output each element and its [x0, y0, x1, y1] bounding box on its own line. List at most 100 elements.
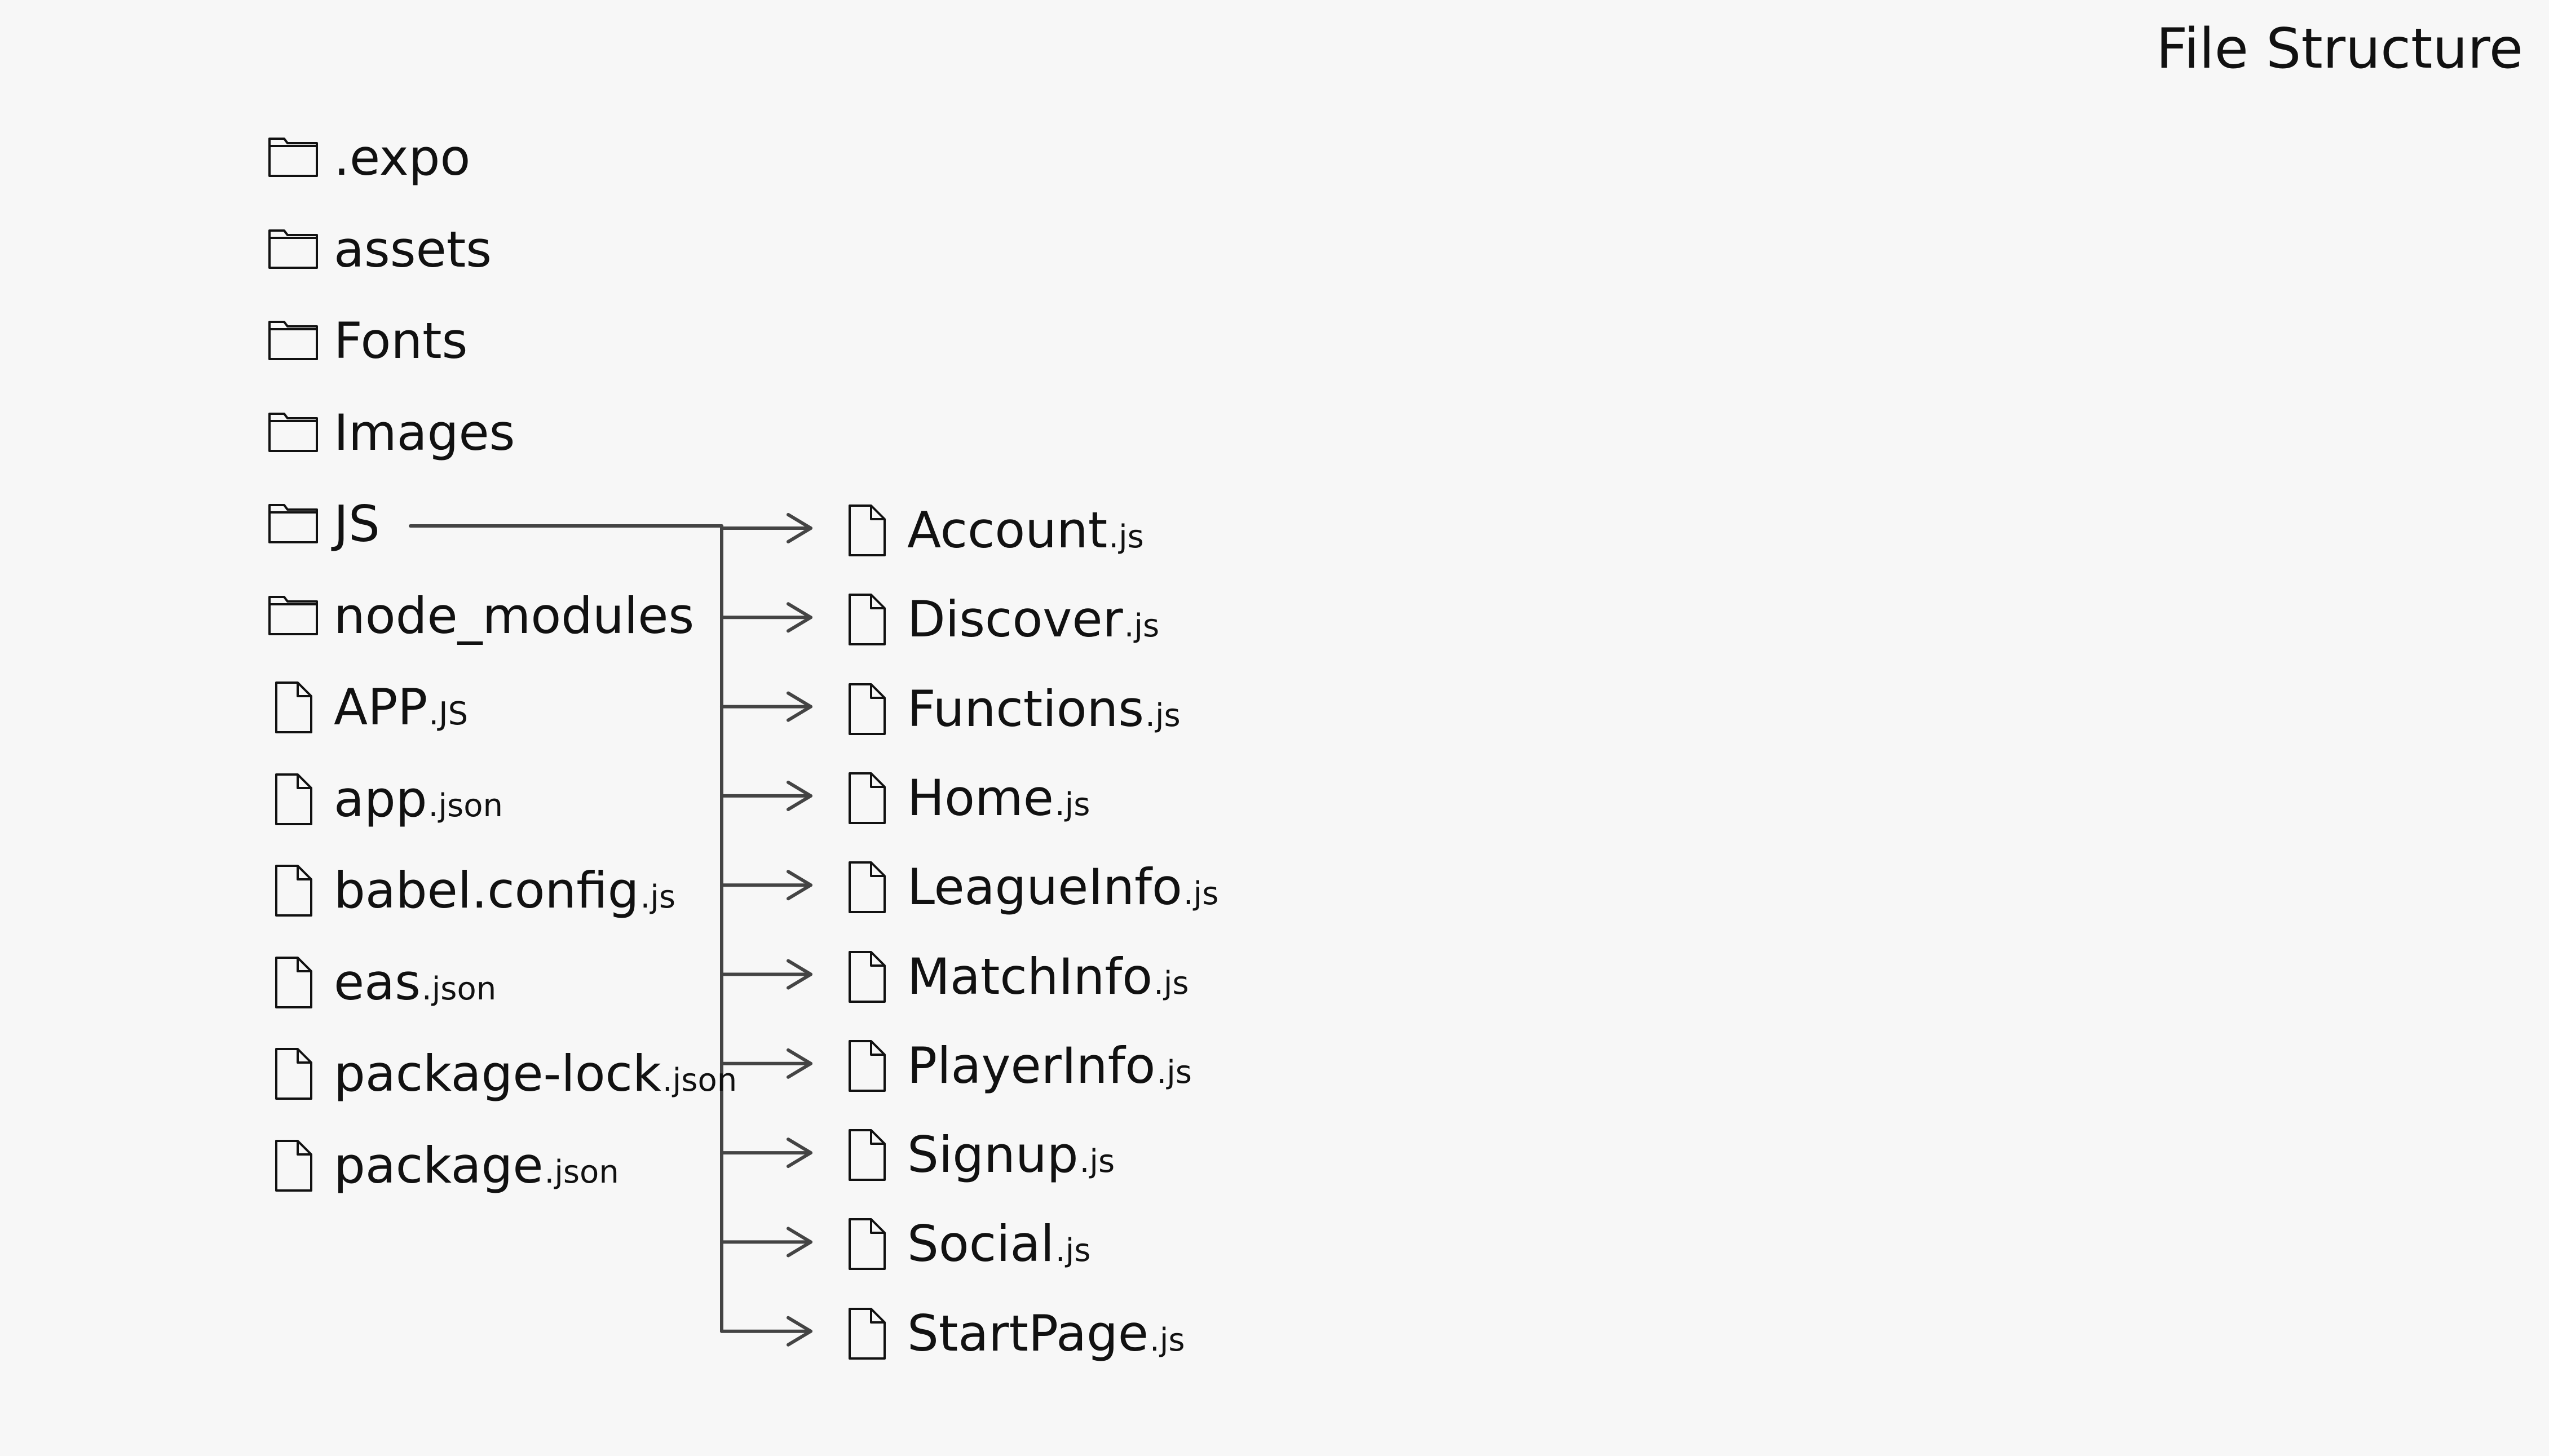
arrow-head — [787, 1138, 812, 1169]
item-label: Images — [334, 408, 515, 458]
item-name: Images — [334, 403, 515, 462]
item-label: package-lock.json — [334, 1049, 737, 1099]
item-label: MatchInfo.js — [907, 952, 1189, 1002]
file-item: Discover.js — [838, 574, 1159, 665]
file-icon — [838, 590, 897, 649]
file-icon — [265, 678, 324, 737]
item-name: PlayerInfo — [907, 1036, 1156, 1095]
file-item: PlayerInfo.js — [838, 1021, 1192, 1111]
file-icon — [265, 953, 324, 1012]
item-label: Discover.js — [907, 595, 1159, 644]
file-item: package-lock.json — [265, 1029, 737, 1119]
arrow-head — [787, 513, 812, 543]
item-extension: .js — [1079, 1143, 1115, 1180]
item-name: package — [334, 1136, 544, 1194]
folder-item: Fonts — [265, 296, 467, 386]
file-item: Signup.js — [838, 1110, 1115, 1200]
item-extension: .json — [421, 970, 497, 1007]
item-label: Account.js — [907, 506, 1144, 555]
file-icon — [838, 1037, 897, 1095]
file-item: StartPage.js — [838, 1289, 1185, 1379]
item-name: assets — [334, 220, 492, 278]
file-icon — [265, 770, 324, 829]
item-extension: .js — [640, 879, 676, 915]
file-item: eas.json — [265, 937, 496, 1028]
file-icon — [265, 1045, 324, 1103]
arrow-head — [787, 691, 812, 722]
item-name: Discover — [907, 590, 1123, 649]
arrow-head — [787, 1316, 812, 1347]
item-extension: .js — [1055, 1232, 1091, 1269]
item-label: Fonts — [334, 316, 467, 366]
item-label: package.json — [334, 1136, 619, 1194]
arrow-head — [787, 870, 812, 901]
item-name: node_modules — [334, 586, 695, 645]
item-extension: .json — [544, 1153, 619, 1191]
file-item: Home.js — [838, 753, 1090, 843]
item-label: node_modules — [334, 591, 694, 641]
file-item: MatchInfo.js — [838, 932, 1189, 1022]
file-item: package.json — [265, 1121, 619, 1211]
item-label: PlayerInfo.js — [907, 1041, 1192, 1091]
item-label: Social.js — [907, 1219, 1090, 1269]
file-icon — [838, 1304, 897, 1363]
file-item: app.json — [265, 754, 503, 844]
arrow-head — [787, 602, 812, 633]
item-label: Home.js — [907, 773, 1090, 823]
item-label: APP.JS — [334, 683, 468, 732]
item-extension: .json — [428, 787, 503, 824]
item-extension: .json — [662, 1062, 737, 1099]
item-name: Fonts — [334, 312, 468, 370]
folder-icon — [265, 587, 324, 645]
item-name: StartPage — [907, 1304, 1149, 1362]
file-icon — [838, 858, 897, 917]
item-label: LeagueInfo.js — [907, 862, 1218, 912]
folder-icon — [265, 220, 324, 279]
item-name: LeagueInfo — [907, 858, 1182, 917]
item-name: APP — [334, 678, 428, 736]
file-icon — [838, 769, 897, 827]
item-name: Signup — [907, 1126, 1079, 1184]
item-label: Functions.js — [907, 684, 1181, 734]
item-name: babel.config — [334, 861, 639, 919]
file-icon — [265, 1136, 324, 1195]
item-name: JS — [334, 495, 380, 553]
item-extension: .js — [1145, 697, 1181, 734]
item-extension: .js — [1150, 1321, 1185, 1358]
file-icon — [838, 501, 897, 560]
arrow-head — [787, 1048, 812, 1079]
arrow-head — [787, 1227, 812, 1258]
file-item: Functions.js — [838, 664, 1181, 754]
folder-item: JS — [265, 479, 380, 569]
item-label: eas.json — [334, 957, 497, 1007]
item-extension: .js — [1154, 964, 1189, 1002]
file-icon — [838, 1126, 897, 1184]
item-name: .expo — [334, 129, 471, 187]
folder-item: assets — [265, 205, 492, 295]
file-icon — [838, 680, 897, 738]
file-item: babel.config.js — [265, 846, 675, 936]
item-label: StartPage.js — [907, 1304, 1185, 1362]
file-icon — [838, 948, 897, 1006]
file-item: Account.js — [838, 485, 1144, 576]
item-extension: .js — [1156, 1054, 1192, 1091]
item-name: app — [334, 769, 427, 828]
item-name: Account — [907, 501, 1108, 559]
arrow-head — [787, 780, 812, 811]
file-icon — [838, 1215, 897, 1273]
folder-item: node_modules — [265, 571, 694, 661]
item-extension: .js — [1183, 875, 1219, 913]
item-label: assets — [334, 220, 492, 278]
folder-item: Images — [265, 388, 515, 478]
item-name: Home — [907, 768, 1054, 827]
item-name: package-lock — [334, 1045, 661, 1103]
item-extension: .js — [1124, 608, 1160, 645]
item-extension: .js — [1054, 786, 1090, 823]
item-label: app.json — [334, 769, 503, 828]
folder-item: .expo — [265, 113, 470, 203]
folder-icon — [265, 495, 324, 554]
item-name: Functions — [907, 679, 1145, 738]
file-icon — [265, 861, 324, 920]
